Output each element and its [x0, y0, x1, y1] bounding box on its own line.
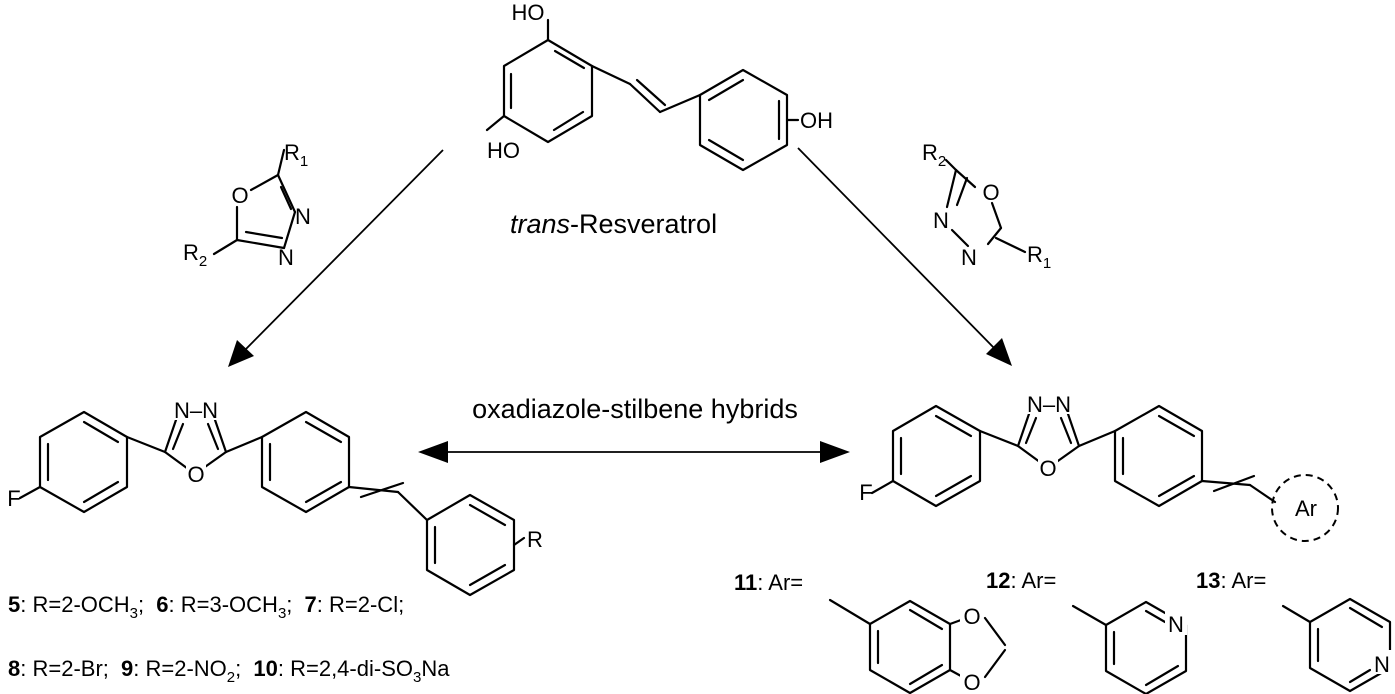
- atom-n-left-reagent-b: N: [278, 245, 294, 270]
- left-reagent-oxadiazole: O N N R1 R2: [183, 140, 311, 270]
- atom-o-left-product: O: [187, 462, 204, 487]
- atom-n-right-reagent-b: N: [961, 245, 977, 270]
- arrow-to-left-product: [228, 149, 444, 367]
- r2-right-reagent: R2: [922, 140, 946, 170]
- compound-11-benzodioxole: O O: [828, 598, 1007, 694]
- atom-n-pyridine-12: N: [1168, 612, 1184, 637]
- atom-nn-left-product: N–N: [174, 398, 218, 423]
- compound-13-4-pyridyl: N: [1281, 597, 1393, 693]
- atom-nn-right-product: N–N: [1027, 392, 1071, 417]
- r2-left-reagent: R2: [183, 240, 207, 270]
- r1-left-reagent: R1: [284, 140, 308, 170]
- compound-12-3-pyridyl: N: [1071, 600, 1188, 694]
- compound-13-label: 13: Ar=: [1196, 568, 1266, 593]
- left-product-structure: F O N–N R: [7, 396, 543, 597]
- compound-11-label: 11: Ar=: [734, 570, 803, 595]
- atom-f-right: F: [859, 480, 872, 505]
- arrow-to-right-product: [797, 147, 1012, 366]
- atom-n-pyridine-13: N: [1374, 652, 1390, 677]
- r-substituent: R: [527, 527, 543, 552]
- atom-o-dioxole-bottom: O: [963, 670, 980, 694]
- series-line-2: 8: R=2-Br; 9: R=2-NO2; 10: R=2,4-di-SO3N…: [8, 656, 450, 686]
- right-reagent-oxadiazole: O N N R2 R1: [922, 140, 1051, 272]
- hybrids-label: oxadiazole-stilbene hybrids: [472, 394, 798, 424]
- r1-right-reagent: R1: [1027, 242, 1051, 272]
- compound-12-label: 12: Ar=: [986, 568, 1056, 593]
- right-product-structure: F O N–N Ar: [859, 390, 1339, 542]
- atom-o-right-product: O: [1039, 456, 1056, 481]
- atom-n-left-reagent-a: N: [295, 204, 311, 229]
- atom-n-right-reagent-a: N: [933, 208, 949, 233]
- resveratrol-structure: HO HO OH: [485, 0, 833, 172]
- ar-group: Ar: [1295, 496, 1317, 521]
- double-arrow-hybrids: [418, 441, 850, 463]
- atom-o-dioxole-top: O: [963, 604, 980, 629]
- atom-f-left: F: [7, 486, 20, 511]
- series-line-1: 5: R=2-OCH3; 6: R=3-OCH3; 7: R=2-Cl;: [8, 592, 404, 622]
- left-series-legend: 5: R=2-OCH3; 6: R=3-OCH3; 7: R=2-Cl; 8: …: [8, 592, 450, 686]
- resveratrol-label: trans-Resveratrol: [510, 209, 717, 239]
- atom-oh-right: OH: [800, 108, 833, 133]
- atom-o-left-reagent: O: [231, 183, 248, 208]
- atom-ho-top: HO: [512, 0, 545, 25]
- atom-o-right-reagent: O: [982, 180, 999, 205]
- atom-ho-bottom: HO: [487, 138, 520, 163]
